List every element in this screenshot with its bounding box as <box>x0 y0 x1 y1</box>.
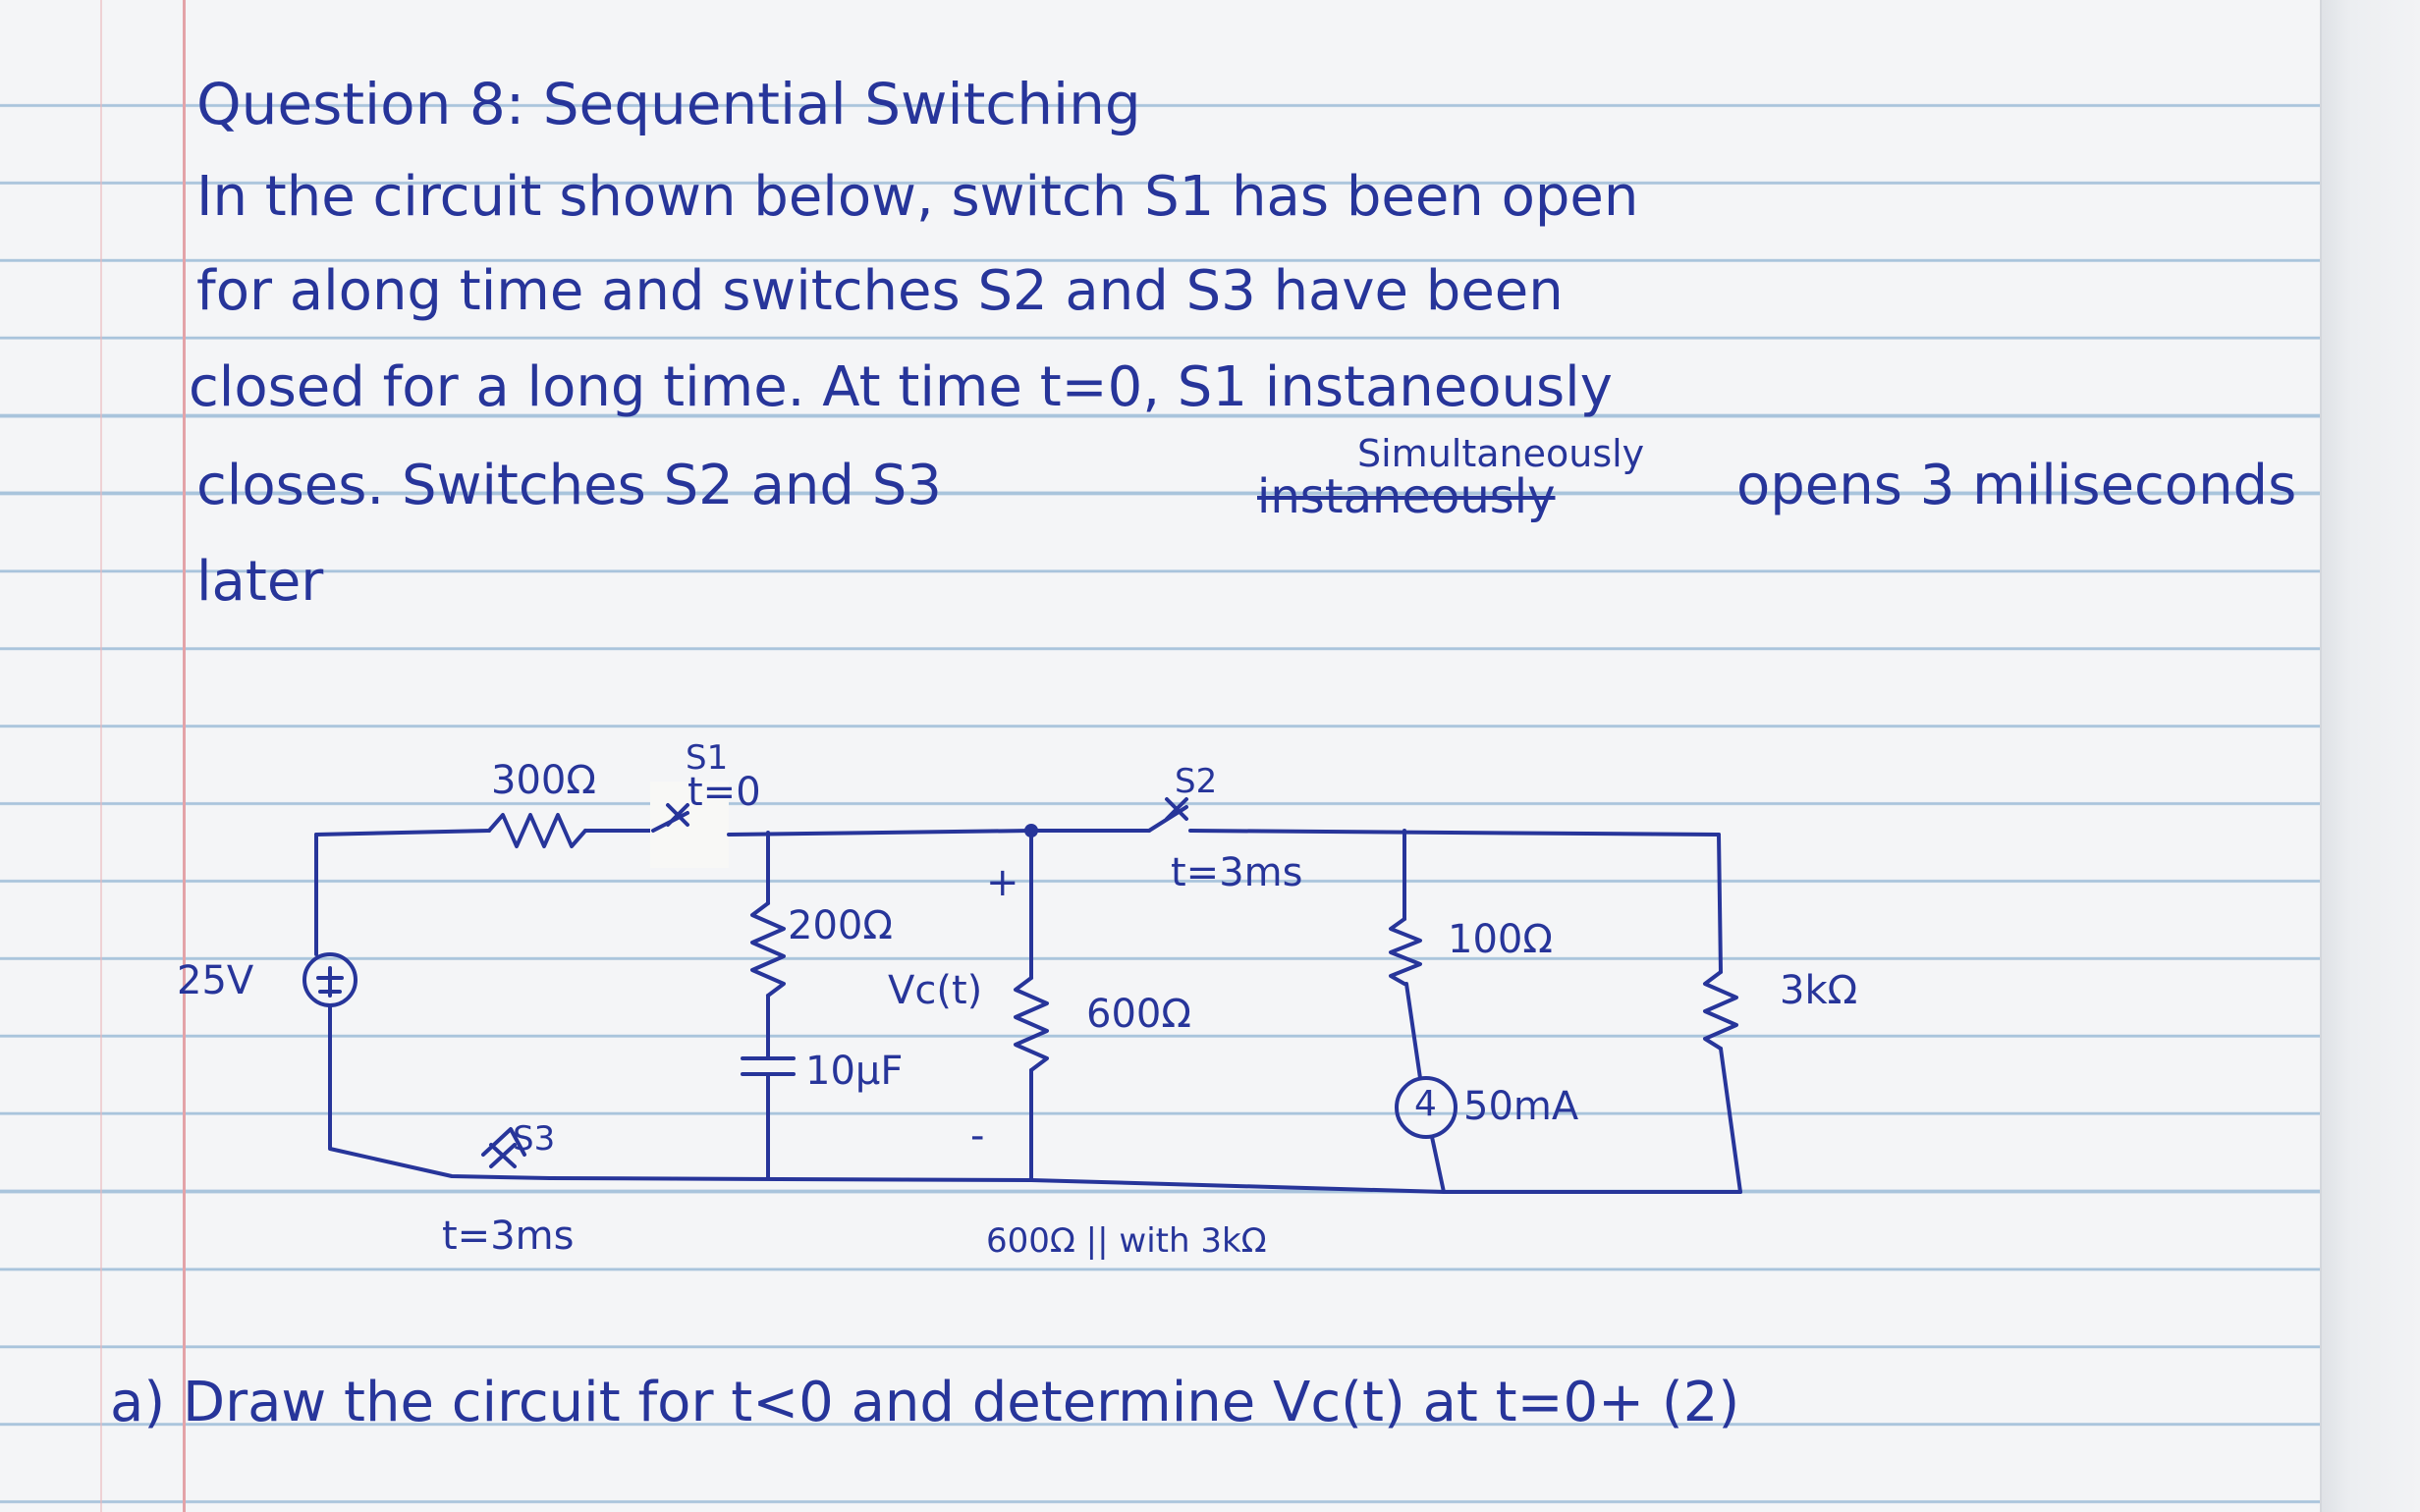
branch-3k-top <box>1717 833 1723 974</box>
top-wire-right <box>1188 829 1721 837</box>
wire-isrc-bottom <box>1430 1135 1446 1194</box>
label-100-ohm: 100Ω <box>1448 917 1553 962</box>
switch-s2-mark <box>1165 797 1188 821</box>
current-source <box>1395 1076 1458 1139</box>
question-line-2: for along time and switches S2 and S3 ha… <box>196 259 1564 323</box>
inserted-word: Simultaneously <box>1357 432 1645 475</box>
label-isrc-value: 4 <box>1414 1084 1437 1124</box>
label-300-ohm: 300Ω <box>491 758 596 803</box>
label-s1: S1 <box>686 738 729 778</box>
wire-100-isrc <box>1404 982 1422 1080</box>
left-wire-bottom <box>328 1003 552 1180</box>
question-title: Question 8: Sequential Switching <box>196 71 1141 137</box>
bottom-wire <box>548 1176 1742 1194</box>
part-a-question: a) Draw the circuit for t<0 and determin… <box>110 1371 1740 1434</box>
resistor-3k <box>1703 970 1738 1051</box>
label-25v: 25V <box>177 958 254 1003</box>
top-wire-mid <box>727 829 1033 837</box>
label-vc: Vc(t) <box>888 968 983 1013</box>
label-50ma: 50mA <box>1463 1084 1579 1129</box>
switch-s1-mark <box>666 803 689 827</box>
question-line-4: closes. Switches S2 and S3 <box>196 454 942 517</box>
resistor-600 <box>1014 976 1049 1072</box>
margin-line <box>183 0 186 1512</box>
question-line-3: closed for a long time. At time t=0, S1 … <box>189 355 1613 419</box>
voltage-source-symbol <box>316 966 344 998</box>
next-page-edge <box>2320 0 2420 1512</box>
struck-word: instaneously <box>1257 469 1556 524</box>
label-plus: + <box>986 860 1019 905</box>
capacitor <box>741 1056 796 1076</box>
parallel-note: 600Ω || with 3kΩ <box>986 1221 1267 1261</box>
label-s2: S2 <box>1175 762 1218 801</box>
margin-line-faint <box>100 0 102 1512</box>
switch-s3-mark <box>489 1143 517 1168</box>
top-wire-left <box>314 829 491 837</box>
label-minus: - <box>970 1113 985 1159</box>
label-3k-ohm: 3kΩ <box>1780 968 1858 1013</box>
label-s2-time: t=3ms <box>1171 850 1303 895</box>
branch-3k-bottom <box>1719 1047 1742 1194</box>
resistor-300 <box>487 813 587 848</box>
resistor-200 <box>750 901 786 998</box>
label-600-ohm: 600Ω <box>1086 992 1191 1037</box>
label-s3: S3 <box>513 1119 556 1159</box>
label-200-ohm: 200Ω <box>788 903 893 948</box>
question-line-5: later <box>196 550 324 614</box>
label-s1-time: t=0 <box>688 770 761 815</box>
question-line-1: In the circuit shown below, switch S1 ha… <box>196 165 1639 229</box>
resistor-100 <box>1389 917 1422 986</box>
question-line-4-end: opens 3 miliseconds <box>1736 454 2297 517</box>
label-10uf: 10μF <box>805 1049 904 1094</box>
label-s3-time: t=3ms <box>442 1214 575 1259</box>
